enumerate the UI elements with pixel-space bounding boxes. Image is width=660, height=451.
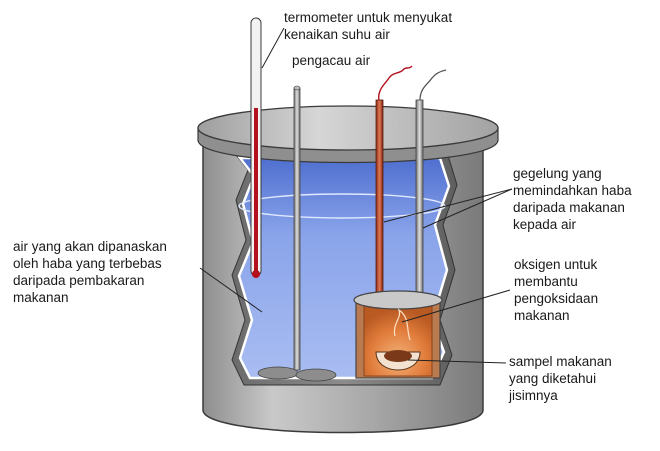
label-water: air yang akan dipanaskan oleh haba yang … <box>13 239 167 305</box>
label-thermometer: termometer untuk menyukat kenaikan suhu … <box>284 10 453 42</box>
pointer-oxygen <box>401 289 511 323</box>
combustion-chamber-icon <box>353 290 443 379</box>
label-stirrer: pengacau air <box>292 53 371 68</box>
pointer-water <box>199 267 263 313</box>
thermometer-icon <box>250 17 262 278</box>
label-coil: gegelung yang memindahkan haba daripada … <box>513 166 632 232</box>
pointer-thermometer <box>261 27 285 69</box>
label-sample: sampel makanan yang diketahui jisimnya <box>509 354 612 403</box>
stirrer-icon <box>257 85 337 382</box>
pointer-coil-1 <box>383 188 513 223</box>
outer-vessel <box>202 139 484 434</box>
food-dish-icon <box>375 350 421 371</box>
label-oxygen: oksigen untuk membantu pengoksidaan maka… <box>514 257 599 323</box>
lid <box>197 105 499 164</box>
pointer-sample <box>407 359 507 364</box>
pointer-coil-2 <box>422 188 513 229</box>
label-pointers <box>199 27 513 364</box>
